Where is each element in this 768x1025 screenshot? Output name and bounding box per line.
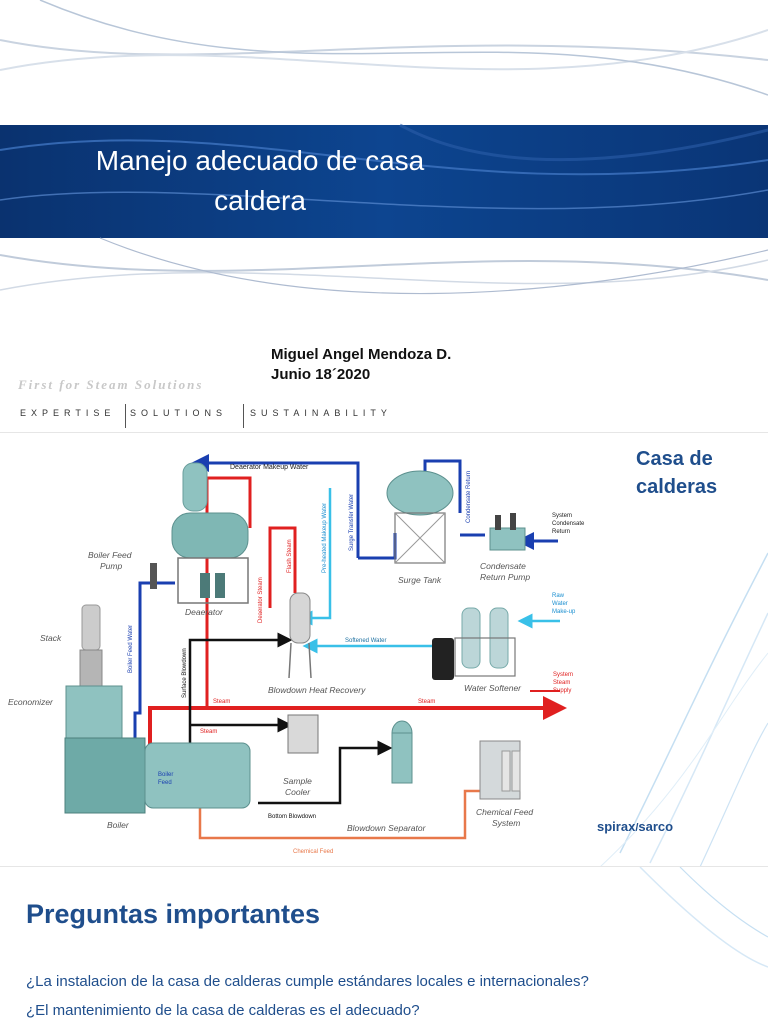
tagline-separator xyxy=(125,404,126,428)
label-chemical-feed-system-2: System xyxy=(492,818,520,828)
label-preheated-makeup: Pre-heated Makeup Water xyxy=(322,503,328,573)
label-surge-tank: Surge Tank xyxy=(398,575,442,585)
slide-title-line-2: calderas xyxy=(636,476,718,498)
surge-tank xyxy=(386,470,454,516)
label-chemical-feed-system-1: Chemical Feed xyxy=(476,807,533,817)
label-blowdown-heat-recovery: Blowdown Heat Recovery xyxy=(268,685,366,695)
label-system-condensate-3: Return xyxy=(552,529,570,535)
boiler-room-diagram: Deaerator Makeup Water Boiler Feed Pump … xyxy=(8,454,768,867)
label-sample-cooler-1: Sample xyxy=(283,776,312,786)
label-system-steam-3: Supply xyxy=(553,688,571,694)
label-boiler-feed-2: Feed xyxy=(158,780,172,786)
label-deaerator-makeup: Deaerator Makeup Water xyxy=(230,464,309,471)
boiler-front xyxy=(64,737,146,814)
label-boiler-feed-pump-1: Boiler Feed xyxy=(88,550,132,560)
question-item: ¿El mantenimiento de la casa de calderas… xyxy=(26,1002,420,1019)
stack xyxy=(81,604,101,651)
label-system-condensate-1: System xyxy=(552,513,572,519)
label-blowdown-separator: Blowdown Separator xyxy=(347,823,427,833)
wave-background xyxy=(0,0,768,295)
title-line-2: caldera xyxy=(214,185,306,216)
label-system-steam-2: Steam xyxy=(553,680,570,686)
brand-logo-part-1: spirax xyxy=(597,819,636,834)
label-economizer: Economizer xyxy=(8,697,54,707)
boiler-feed-pump xyxy=(150,563,157,589)
label-surface-blowdown: Surface Blowdown xyxy=(182,648,188,698)
blowdown-separator xyxy=(391,732,413,784)
label-stack: Stack xyxy=(40,633,62,643)
questions-slide: Preguntas importantes ¿La instalacion de… xyxy=(0,866,768,1025)
label-boiler-feed-pump-2: Pump xyxy=(100,561,122,571)
tagline-expertise: EXPERTISE xyxy=(20,408,116,418)
presentation-date: Junio 18´2020 xyxy=(271,366,371,383)
label-condensate-return: Condensate Return xyxy=(466,471,472,523)
label-softened-water: Softened Water xyxy=(345,638,386,644)
tagline-solutions: SOLUTIONS xyxy=(130,408,228,418)
label-sample-cooler-2: Cooler xyxy=(285,787,311,797)
brine-tank xyxy=(432,638,454,680)
wave-decoration xyxy=(639,867,768,968)
question-item: ¿La instalacion de la casa de calderas c… xyxy=(26,973,589,990)
blowdown-heat-recovery xyxy=(289,592,311,644)
label-bottom-blowdown: Bottom Blowdown xyxy=(268,814,316,820)
tagline-separator xyxy=(243,404,244,428)
label-steam-2: Steam xyxy=(418,699,435,705)
boiler-shell xyxy=(144,742,251,809)
label-steam-1: Steam xyxy=(213,699,230,705)
label-system-condensate-2: Condensate xyxy=(552,521,585,527)
boiler-room-slide: Deaerator Makeup Water Boiler Feed Pump … xyxy=(0,432,768,867)
label-boiler-feed-1: Boiler xyxy=(158,772,173,778)
deaerator-tank xyxy=(171,512,249,559)
label-flash-steam: Flash Steam xyxy=(287,539,293,573)
label-raw-water-3: Make-up xyxy=(552,609,576,615)
label-raw-water-1: Raw xyxy=(552,593,565,599)
label-boiler-feed-water: Boiler Feed Water xyxy=(128,625,134,673)
condensate-return-pump xyxy=(489,527,526,551)
author-name: Miguel Angel Mendoza D. xyxy=(271,346,452,363)
tagline-script: First for Steam Solutions xyxy=(18,377,204,392)
slide-title-line-1: Casa de xyxy=(636,448,713,470)
sample-cooler xyxy=(287,714,319,754)
slide-title: Preguntas importantes xyxy=(26,899,321,929)
label-deaerator: Deaerator xyxy=(185,607,224,617)
label-condensate-pump-1: Condensate xyxy=(480,561,526,571)
label-water-softener: Water Softener xyxy=(464,683,522,693)
label-steam-3: Steam xyxy=(200,729,217,735)
brand-logo-part-2: sarco xyxy=(638,819,674,834)
label-boiler: Boiler xyxy=(107,820,130,830)
label-system-steam-1: System xyxy=(553,672,573,678)
label-chemical-feed: Chemical Feed xyxy=(293,849,333,855)
title-slide: Manejo adecuado de casa caldera Miguel A… xyxy=(0,0,768,432)
label-deaerator-steam: Deaerator Steam xyxy=(258,577,264,623)
tagline-sustainability: SUSTAINABILITY xyxy=(250,408,392,418)
title-line-1: Manejo adecuado de casa xyxy=(95,145,425,176)
brand-logo: spirax/sarco xyxy=(597,819,674,834)
economizer xyxy=(65,685,123,742)
deaerator-frame xyxy=(177,557,249,604)
label-raw-water-2: Water xyxy=(552,601,568,607)
label-surge-transfer: Surge Transfer Water xyxy=(349,494,355,551)
label-condensate-pump-2: Return Pump xyxy=(480,572,530,582)
deaerator-dome xyxy=(182,462,208,512)
